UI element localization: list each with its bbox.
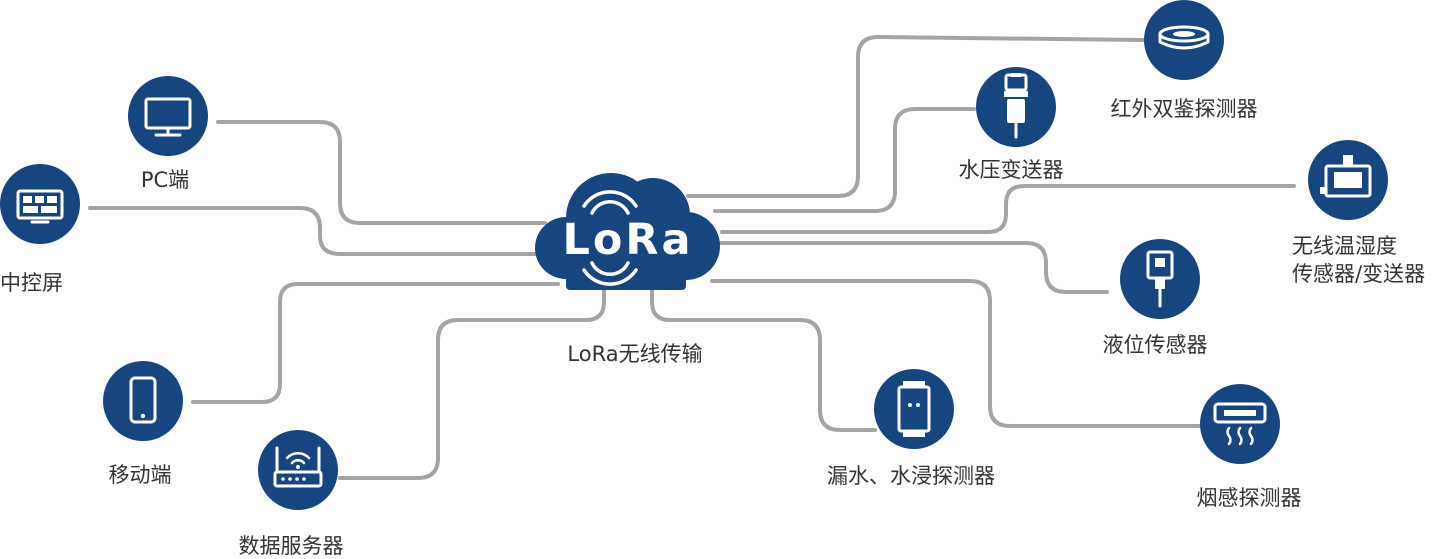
level-sensor-icon <box>1146 250 1174 308</box>
liquid-level-label: 液位传感器 <box>1102 333 1208 357</box>
lora-logo-text: LoRa <box>562 215 693 265</box>
wifi-router-icon <box>273 446 323 488</box>
link-pc <box>216 120 547 225</box>
infrared-label: 红外双鉴探测器 <box>1110 97 1258 121</box>
smoke-node <box>1200 384 1280 464</box>
water-pressure-node <box>976 67 1056 147</box>
data-server-label: 数据服务器 <box>238 534 344 558</box>
link-liquid-level <box>718 241 1109 294</box>
control-screen-node <box>0 164 80 244</box>
mobile-node <box>103 361 183 441</box>
mobile-label: 移动端 <box>108 463 172 487</box>
water-leak-node <box>874 369 954 449</box>
hub-caption: LoRa无线传输 <box>567 342 703 366</box>
smoke-detector-icon <box>1213 402 1267 446</box>
infrared-node <box>1144 0 1224 80</box>
infrared-detector-icon <box>1158 25 1210 50</box>
pc-label: PC端 <box>140 168 190 192</box>
link-data-server <box>338 286 606 480</box>
link-mobile <box>191 282 560 404</box>
link-temp-humidity <box>720 184 1296 234</box>
monitor-icon <box>144 97 192 137</box>
link-control-screen <box>88 206 547 256</box>
link-water-leak <box>650 288 877 432</box>
data-server-node <box>258 430 338 510</box>
temp-humidity-label: 无线温湿度 传感器/变送器 <box>1292 234 1426 286</box>
control-panel-icon <box>16 189 64 224</box>
water-leak-label: 漏水、水浸探测器 <box>827 464 995 488</box>
smoke-label: 烟感探测器 <box>1196 486 1302 510</box>
water-pressure-label: 水压变送器 <box>958 158 1064 182</box>
thermo-hygrometer-icon <box>1320 155 1372 198</box>
lora-cloud-hub: LoRa <box>535 173 720 290</box>
leak-detector-icon <box>897 381 931 437</box>
smartphone-icon <box>129 376 157 424</box>
lora-signal-icon <box>582 190 638 286</box>
pc-node <box>128 76 208 156</box>
control-screen-label: 中控屏 <box>0 271 63 295</box>
pressure-transmitter-icon <box>1004 73 1028 139</box>
link-infrared <box>686 34 1145 198</box>
link-water-pressure <box>713 107 976 213</box>
temp-humidity-node <box>1308 140 1388 220</box>
liquid-level-node <box>1120 239 1200 319</box>
connection-lines <box>88 34 1296 480</box>
link-smoke <box>710 279 1202 428</box>
